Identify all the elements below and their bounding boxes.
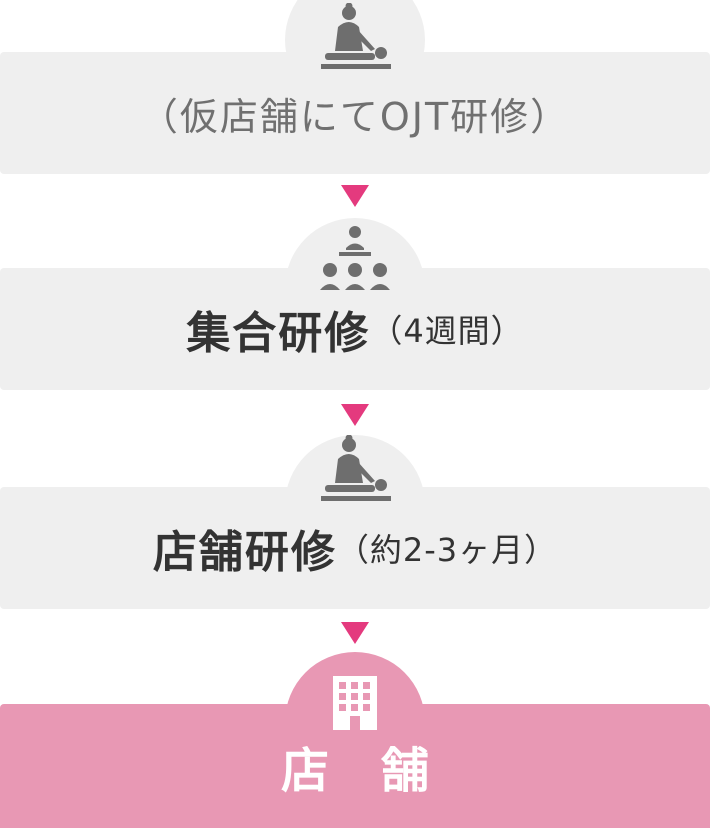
step-store: 店舗: [0, 652, 710, 828]
step-duration: （約2-3ヶ月）: [336, 531, 558, 569]
massage-therapist-icon: [305, 435, 405, 507]
step-store-training: 店舗研修（約2-3ヶ月）: [0, 435, 710, 610]
group-training-icon: [305, 222, 405, 292]
step-label: （仮店舗にてOJT研修）: [139, 94, 571, 139]
down-arrow-icon: [341, 404, 369, 426]
step-box: 店舗研修（約2-3ヶ月）: [0, 487, 710, 609]
massage-therapist-icon: [305, 3, 405, 75]
step-label: 店舗研修: [152, 527, 337, 578]
step-label: 店舗: [280, 743, 481, 799]
step-box: （仮店舗にてOJT研修）: [0, 52, 710, 174]
step-label: 集合研修: [186, 308, 371, 359]
building-icon: [305, 662, 405, 732]
step-group-training: 集合研修（4週間）: [0, 218, 710, 393]
down-arrow-icon: [341, 185, 369, 207]
down-arrow-icon: [341, 622, 369, 644]
step-duration: （4週間）: [370, 312, 524, 350]
step-ojt-training: （仮店舗にてOJT研修）: [0, 0, 710, 175]
